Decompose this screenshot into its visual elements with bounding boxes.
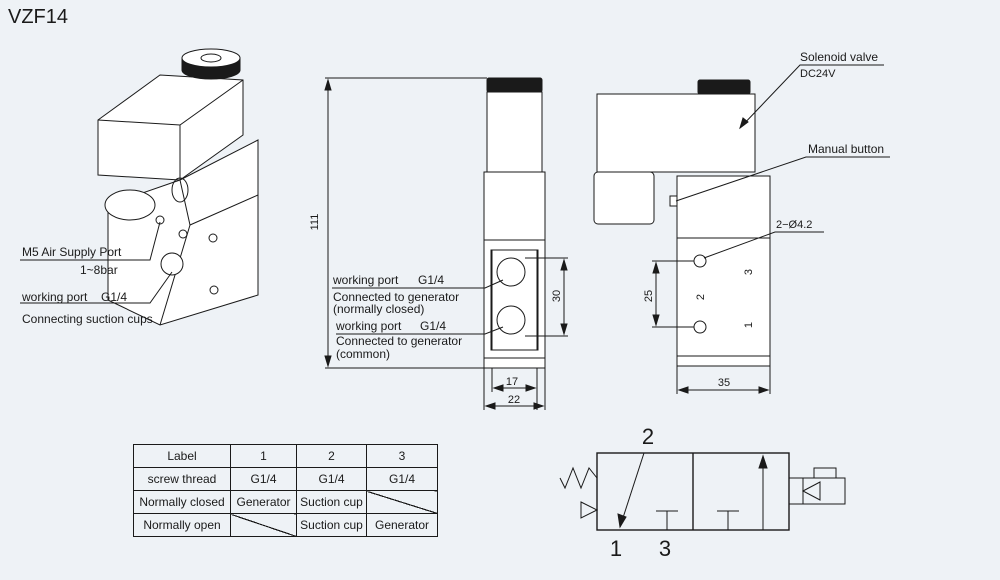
table-cell: Suction cup: [296, 513, 367, 537]
iso-working-port-label: working port: [21, 290, 88, 304]
front-view: 111 30 17 22 working port G1/4 Connected…: [309, 77, 568, 410]
side-valve-body: [676, 237, 771, 357]
table-row: Normally open Suction cup Generator: [133, 513, 438, 537]
port-mark-1: 1: [743, 322, 755, 328]
symbol-port-3: 3: [659, 536, 671, 561]
front-knob: [486, 77, 543, 93]
iso-connector: [104, 189, 156, 221]
front-lower-port-thread: G1/4: [420, 319, 446, 333]
iso-working-port-thread: G1/4: [101, 290, 127, 304]
iso-working-port: [160, 252, 184, 276]
table-cell: 2: [296, 444, 367, 468]
flow-arrow: [617, 513, 627, 529]
port-mark-3: 3: [743, 269, 755, 275]
mount-hole-upper: [693, 254, 707, 268]
table-cell: screw thread: [133, 467, 231, 491]
iso-solenoid-body: [97, 74, 244, 181]
solenoid-actuator: [788, 477, 846, 505]
symbol-port-1: 1: [610, 536, 622, 561]
front-lower-port-label: working port: [335, 319, 402, 333]
side-view: 3 2 1 25 35 Solenoid valve DC24V Manual …: [593, 50, 890, 394]
outer-width-dimension: 22: [508, 394, 520, 406]
isometric-view: M5 Air Supply Port 1~8bar working port G…: [20, 48, 259, 326]
front-port-upper: [496, 257, 526, 287]
side-width-dimension: 35: [718, 377, 730, 389]
inner-width-dimension: 17: [506, 376, 518, 388]
table-row: screw thread G1/4 G1/4 G1/4: [133, 467, 438, 491]
port-spec-table: Label 1 2 3 screw thread G1/4 G1/4 G1/4 …: [133, 444, 438, 537]
table-row: Label 1 2 3: [133, 444, 438, 468]
table-cell: G1/4: [230, 467, 297, 491]
hole-spec-label: 2−Ø4.2: [776, 219, 812, 231]
side-connector: [593, 171, 655, 225]
table-cell: 1: [230, 444, 297, 468]
table-cell-empty: [366, 490, 438, 514]
pneumatic-symbol: 2 1 3: [559, 424, 846, 561]
front-upper-port-desc: Connected to generator: [333, 290, 459, 304]
supply-port-label: M5 Air Supply Port: [22, 245, 122, 259]
table-cell: 3: [366, 444, 438, 468]
iso-supply-port: [155, 215, 165, 225]
table-cell: Normally open: [133, 513, 231, 537]
front-upper-port-state: (normally closed): [333, 302, 424, 316]
table-cell: Generator: [230, 490, 297, 514]
supply-pressure-label: 1~8bar: [80, 263, 118, 277]
manual-button-label: Manual button: [808, 142, 884, 156]
table-cell: Suction cup: [296, 490, 367, 514]
port-spacing-dimension: 30: [551, 290, 563, 302]
solenoid-voltage-label: DC24V: [800, 68, 836, 80]
table-cell: Normally closed: [133, 490, 231, 514]
mount-hole-lower: [693, 320, 707, 334]
front-port-lower: [496, 305, 526, 335]
manual-button: [669, 195, 678, 207]
table-cell: G1/4: [366, 467, 438, 491]
table-cell: Generator: [366, 513, 438, 537]
table-cell-empty: [230, 513, 297, 537]
table-row: Normally closed Generator Suction cup: [133, 490, 438, 514]
hole-spacing-dimension: 25: [643, 290, 655, 302]
front-upper-port-thread: G1/4: [418, 273, 444, 287]
front-upper-port-label: working port: [332, 273, 399, 287]
table-cell: Label: [133, 444, 231, 468]
side-knob: [697, 79, 751, 95]
solenoid-valve-label: Solenoid valve: [800, 50, 878, 64]
spring-symbol: [559, 466, 598, 490]
front-lower-port-state: (common): [336, 347, 390, 361]
page-title: VZF14: [8, 6, 69, 28]
suction-cups-label: Connecting suction cups: [22, 312, 153, 326]
symbol-port-2: 2: [642, 424, 654, 449]
port-mark-2: 2: [695, 294, 707, 300]
side-solenoid-body: [596, 93, 756, 173]
height-dimension: 111: [309, 214, 321, 231]
table-cell: G1/4: [296, 467, 367, 491]
pilot-triangle: [580, 501, 599, 519]
front-lower-port-desc: Connected to generator: [336, 334, 462, 348]
